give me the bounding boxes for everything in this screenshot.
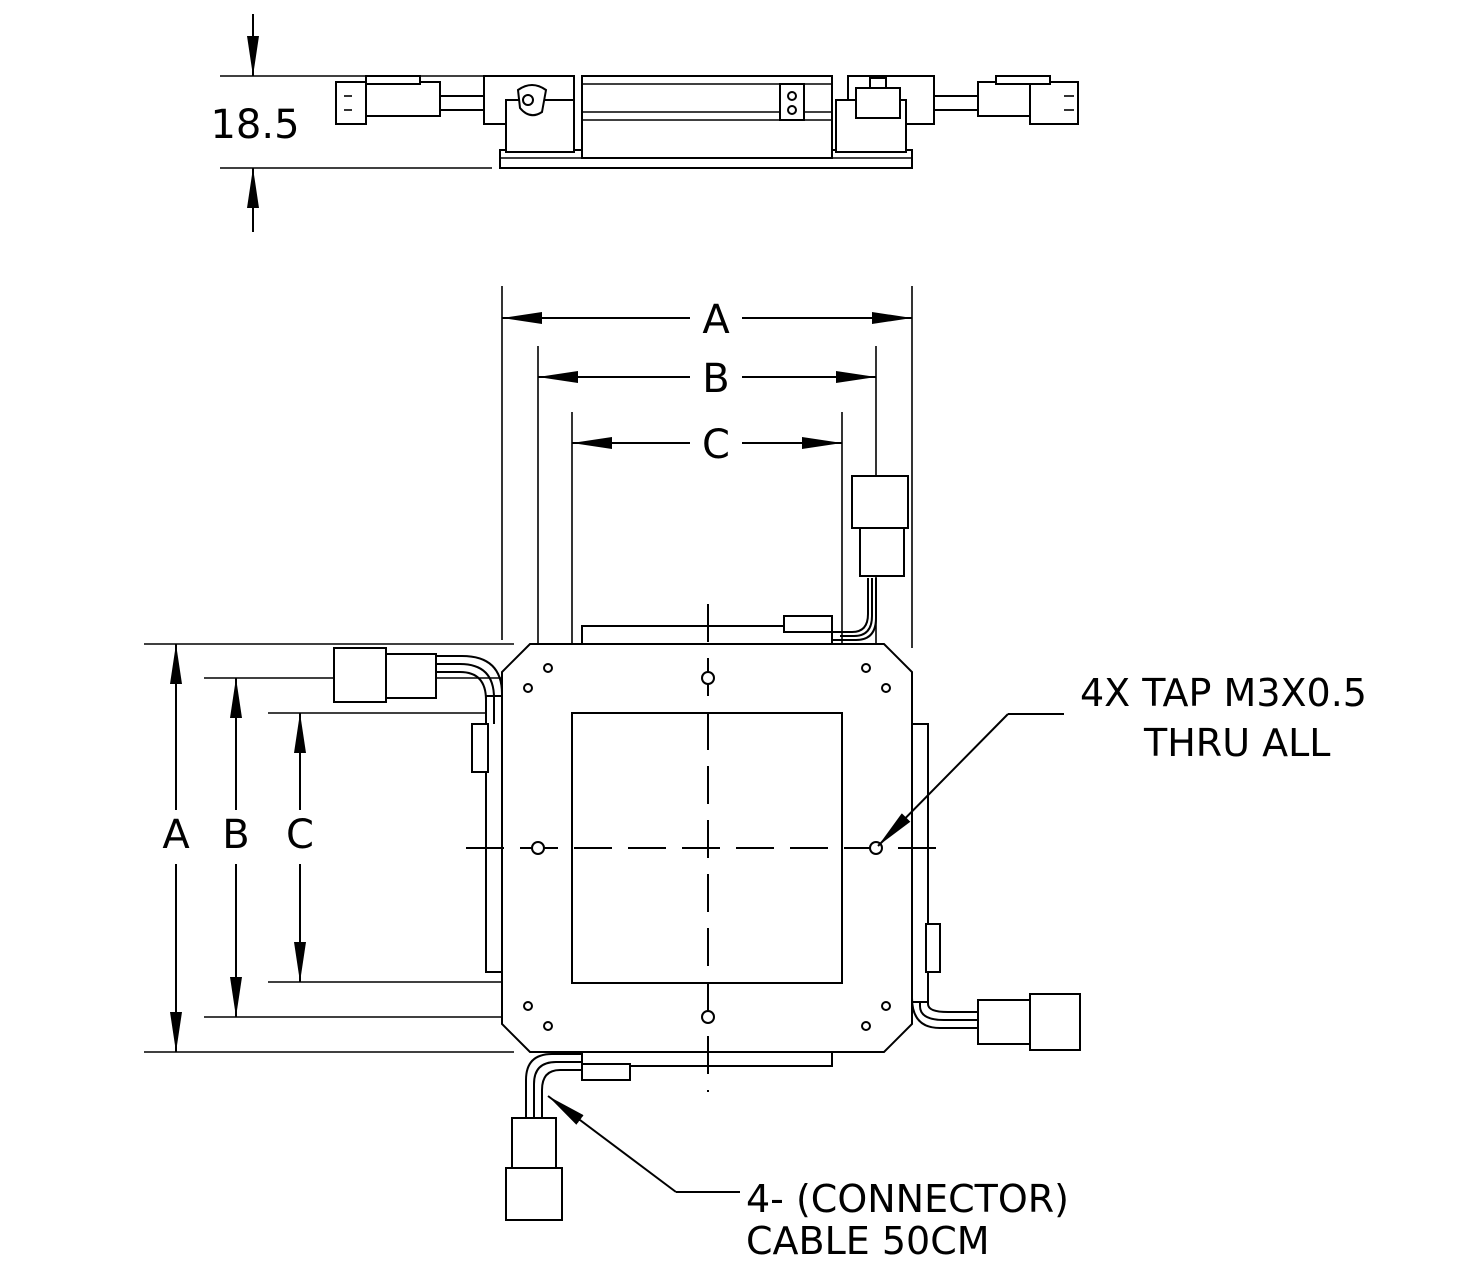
side-right-connector xyxy=(1029,81,1079,125)
connector-top-right xyxy=(851,475,909,529)
tap-note-line1: 4X TAP M3X0.5 xyxy=(1080,671,1367,715)
dim-c-vertical-label: C xyxy=(286,812,314,858)
connector-right-bottom xyxy=(1029,993,1081,1051)
tap-note-leader xyxy=(877,713,1009,847)
side-left-connector xyxy=(335,81,367,125)
tap-hole-left xyxy=(531,841,545,855)
cable-left xyxy=(436,671,487,724)
tap-hole-top xyxy=(701,671,715,685)
tap-note-line2: THRU ALL xyxy=(1143,721,1330,765)
connector-note-line2: CABLE 50CM xyxy=(746,1219,990,1263)
dim-b-vertical-label: B xyxy=(222,812,249,858)
top-view: A B C A B C xyxy=(144,286,1367,1263)
connector-note-line1: 4- (CONNECTOR) xyxy=(746,1177,1069,1221)
cable-bottom-left xyxy=(525,1053,582,1118)
side-connector-socket xyxy=(855,87,901,119)
tap-hole-bottom xyxy=(701,1010,715,1024)
dim-b-horizontal-label: B xyxy=(702,356,729,402)
connector-left xyxy=(333,647,387,703)
dim-a-vertical-label: A xyxy=(162,812,190,858)
cable-right-bottom xyxy=(911,976,978,1029)
side-view: 18.5 xyxy=(210,14,1079,232)
height-dimension-label: 18.5 xyxy=(210,102,299,148)
dim-c-horizontal-label: C xyxy=(702,422,730,468)
cable-top-right xyxy=(832,578,877,641)
dim-a-horizontal-label: A xyxy=(702,297,730,343)
connector-bottom-left xyxy=(505,1167,563,1221)
connector-note-leader xyxy=(547,1095,677,1193)
